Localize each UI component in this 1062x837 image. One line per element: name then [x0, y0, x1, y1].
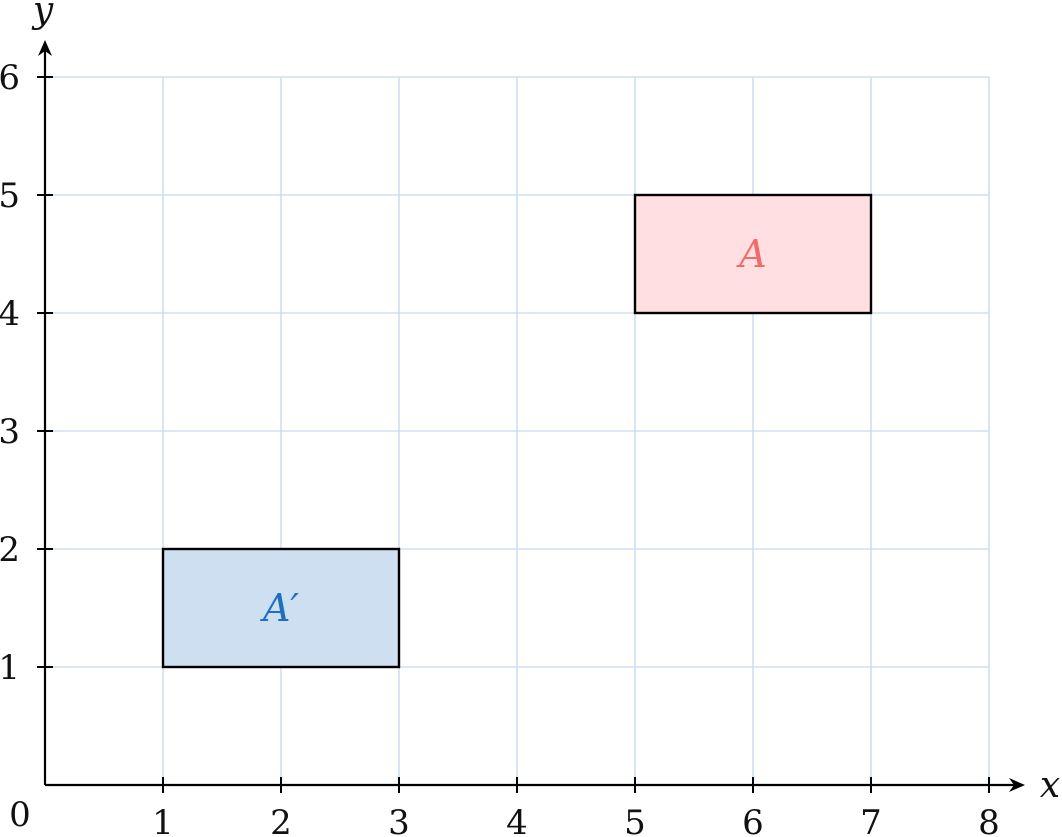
rectangle-a-prime	[161, 547, 401, 669]
x-tick-label: 6	[742, 803, 764, 837]
x-tick-label: 8	[978, 803, 1000, 837]
rectangle-a	[633, 193, 873, 315]
x-tick-label: 7	[860, 803, 882, 837]
x-tick-label: 5	[624, 803, 646, 837]
y-tick-label: 6	[0, 58, 20, 98]
y-axis-arrow-icon	[38, 40, 52, 56]
x-axis-arrow-icon	[1009, 778, 1025, 792]
y-tick-label: 4	[0, 294, 20, 334]
rectangle-label-a-prime: A′	[260, 586, 299, 630]
rectangles	[161, 193, 873, 669]
grid	[45, 76, 990, 785]
rectangle-label-a: A	[736, 232, 766, 276]
x-axis-title: x	[1040, 765, 1060, 806]
y-tick-label: 5	[0, 176, 20, 216]
x-tick-label: 3	[388, 803, 410, 837]
y-axis-title: y	[31, 0, 54, 31]
x-tick-label: 1	[152, 803, 174, 837]
y-tick-label: 3	[0, 412, 20, 452]
y-tick-label: 1	[0, 648, 20, 688]
x-tick-label: 2	[270, 803, 292, 837]
axes	[37, 40, 1025, 793]
y-tick-label: 2	[0, 530, 20, 570]
origin-label: 0	[9, 795, 31, 835]
x-tick-label: 4	[506, 803, 528, 837]
